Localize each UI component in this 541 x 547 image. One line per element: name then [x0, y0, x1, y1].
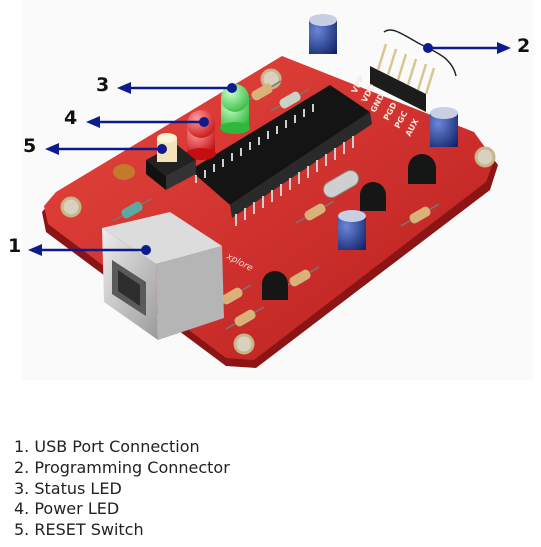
- legend-item-5: 5. RESET Switch: [14, 520, 144, 540]
- power-led: [186, 110, 216, 160]
- header-bracket: [383, 29, 457, 77]
- legend-item-3: 3. Status LED: [14, 478, 122, 498]
- ceramic-capacitor: [113, 164, 135, 180]
- callout-4-number: 4: [64, 107, 77, 129]
- callout-2-number: 2: [517, 35, 530, 57]
- callout-5: 5: [23, 135, 167, 157]
- callout-2: 2: [423, 35, 530, 57]
- callout-4: 4: [64, 107, 209, 129]
- legend-item-4: 4. Power LED: [14, 499, 120, 519]
- legend-item-2: 2. Programming Connector: [14, 457, 230, 477]
- legend-item-1: 1. USB Port Connection: [14, 437, 200, 456]
- crystal-oscillator: [322, 170, 360, 198]
- callout-3: 3: [96, 74, 237, 96]
- callout-3-number: 3: [96, 74, 109, 96]
- usb-connector: [102, 212, 224, 340]
- resistors: [112, 80, 440, 330]
- callout-arrows: 1 2 3 4 5: [8, 35, 530, 257]
- capacitors: [309, 14, 458, 250]
- transistors: [262, 154, 436, 300]
- legend-list: 1. USB Port Connection 2. Programming Co…: [14, 437, 230, 541]
- programming-header: [370, 43, 436, 112]
- microcontroller-chip: [190, 85, 372, 226]
- callout-1-number: 1: [8, 235, 21, 257]
- callout-5-number: 5: [23, 135, 36, 157]
- reset-switch: [146, 133, 196, 190]
- callout-1: 1: [8, 235, 151, 257]
